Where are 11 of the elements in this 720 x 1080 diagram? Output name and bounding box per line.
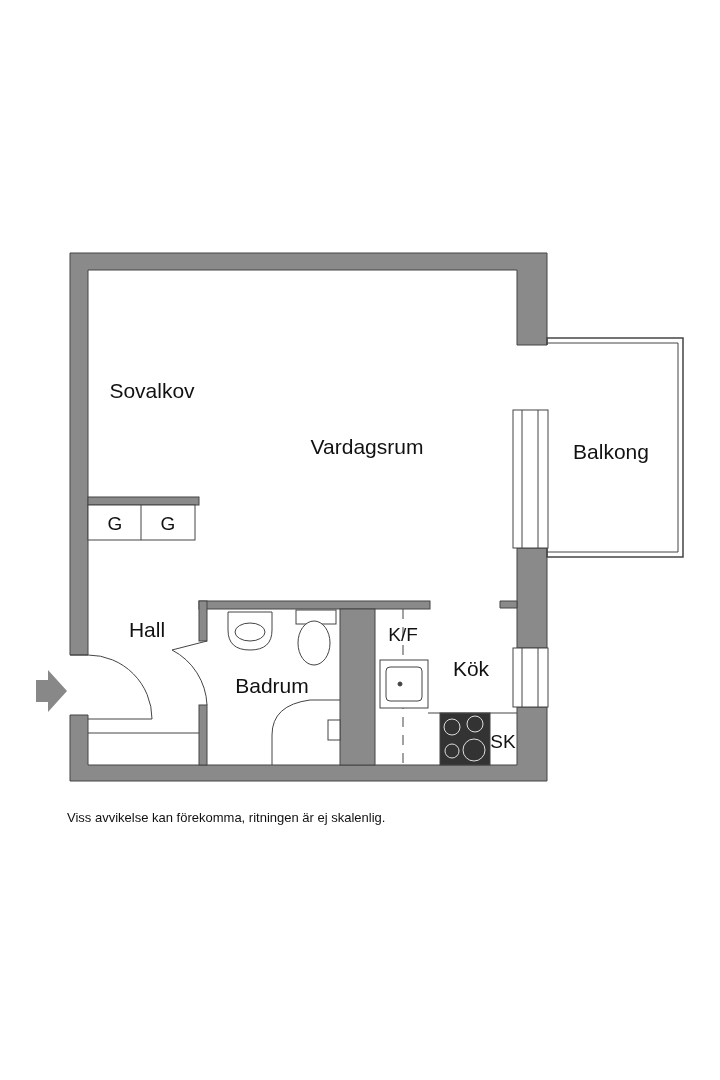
room-label: Sovalkov [109, 379, 195, 401]
room-label: Badrum [235, 674, 309, 696]
appliance-label: K/F [388, 624, 418, 644]
room-label: Vardagsrum [310, 435, 424, 457]
wardrobe-label: G [107, 513, 123, 533]
caption: Viss avvikelse kan förekomma, ritningen är ej skalenlig. [67, 810, 386, 825]
room-label: Hall [128, 618, 166, 640]
room-label: Kök [452, 657, 490, 679]
appliance-label: SK [490, 731, 516, 751]
room-label: Balkong [573, 440, 649, 462]
wardrobe-label: G [160, 513, 176, 533]
